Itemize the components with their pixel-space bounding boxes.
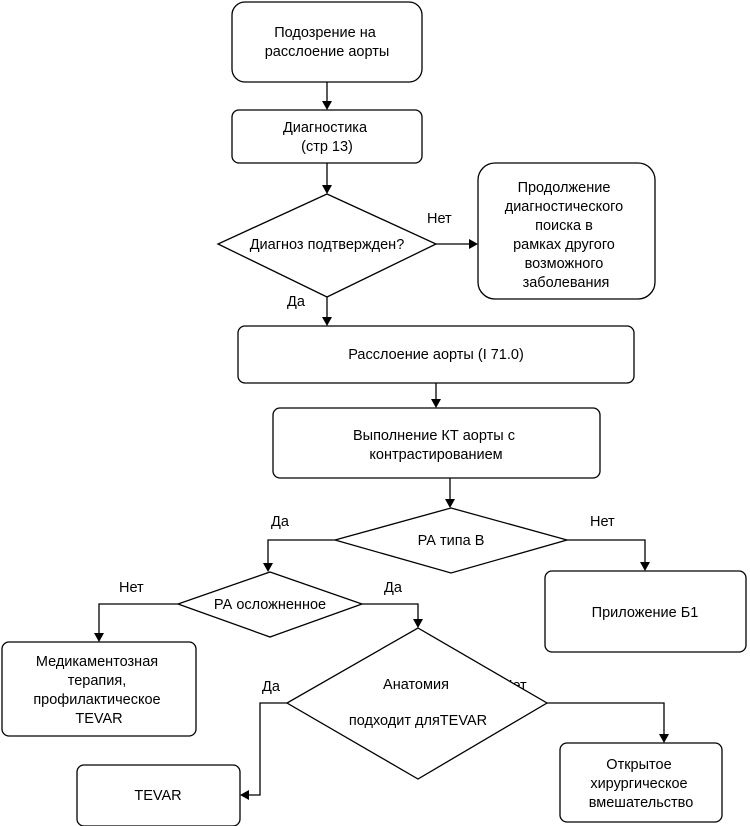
- node-text: Открытое хирургическое вмешательство: [589, 757, 694, 811]
- arrowhead: [322, 101, 332, 110]
- node-anatomy-decision: Анатомия подходит дляTEVAR: [285, 627, 549, 780]
- edge-label-complicated-no: Нет: [119, 580, 144, 596]
- node-text: РА осложненное: [214, 597, 326, 613]
- edge-anatomy-no: [547, 702, 665, 734]
- edge-complicated-yes: [362, 603, 419, 619]
- edge-label-anatomy-yes: Да: [262, 679, 281, 695]
- node-open-surgery: Открытое хирургическое вмешательство: [559, 742, 723, 823]
- node-appendix: Приложение Б1: [544, 570, 747, 653]
- node-diagnostics: Диагностика (стр 13): [231, 109, 423, 164]
- node-text: Выполнение КТ аорты с контрастированием: [353, 428, 519, 463]
- edge-typeb-yes: [267, 539, 335, 563]
- node-text: Расслоение аорты (I 71.0): [348, 347, 524, 363]
- node-tevar: TEVAR: [76, 764, 241, 826]
- arrowhead: [659, 734, 669, 743]
- node-text: Диагноз подтвержден?: [250, 237, 405, 253]
- arrowhead: [240, 790, 249, 800]
- node-text: Диагностика (стр 13): [283, 120, 371, 155]
- arrowhead: [431, 399, 441, 408]
- node-suspicion: Подозрение на расслоение аорты: [231, 1, 423, 83]
- edge-labels: Нет Да Да Нет Нет Да Да Нет: [119, 211, 615, 695]
- connectors: [94, 82, 669, 800]
- arrowhead: [322, 185, 332, 194]
- arrowhead: [94, 633, 104, 642]
- node-text: Анатомия подходит дляTEVAR: [349, 677, 487, 729]
- node-medical-therapy: Медикаментозная терапия, профилактическо…: [1, 641, 197, 737]
- edge-label-complicated-yes: Да: [384, 580, 403, 596]
- edge-anatomy-yes: [249, 702, 287, 796]
- edge-label-typeb-yes: Да: [271, 514, 290, 530]
- arrowhead: [469, 239, 478, 249]
- edge-label-typeb-no: Нет: [590, 514, 615, 530]
- node-dissection: Расслоение аорты (I 71.0): [237, 325, 635, 384]
- node-continue-search: Продолжение диагностического поиска в ра…: [477, 162, 656, 300]
- arrowhead: [322, 317, 332, 326]
- node-text: Приложение Б1: [592, 605, 699, 621]
- arrowhead: [263, 563, 273, 572]
- edge-complicated-no: [98, 603, 178, 633]
- edge-typeb-no: [567, 539, 646, 562]
- edge-label-confirmed-no: Нет: [427, 211, 452, 227]
- node-text: Продолжение диагностического поиска в ра…: [505, 180, 627, 291]
- arrowhead: [640, 562, 650, 571]
- arrowhead: [413, 619, 423, 628]
- node-diagnosis-confirmed-decision: Диагноз подтвержден?: [216, 193, 438, 298]
- node-text: TEVAR: [134, 788, 181, 804]
- node-ct: Выполнение КТ аорты с контрастированием: [272, 407, 601, 479]
- arrowhead: [445, 499, 455, 508]
- node-type-b-decision: РА типа В: [332, 507, 570, 574]
- node-text: РА типа В: [418, 533, 485, 549]
- edge-label-confirmed-yes: Да: [287, 294, 306, 310]
- node-complicated-decision: РА осложненное: [176, 571, 364, 638]
- node-text: Подозрение на расслоение аорты: [265, 25, 390, 60]
- node-text: Медикаментозная терапия, профилактическо…: [33, 654, 164, 727]
